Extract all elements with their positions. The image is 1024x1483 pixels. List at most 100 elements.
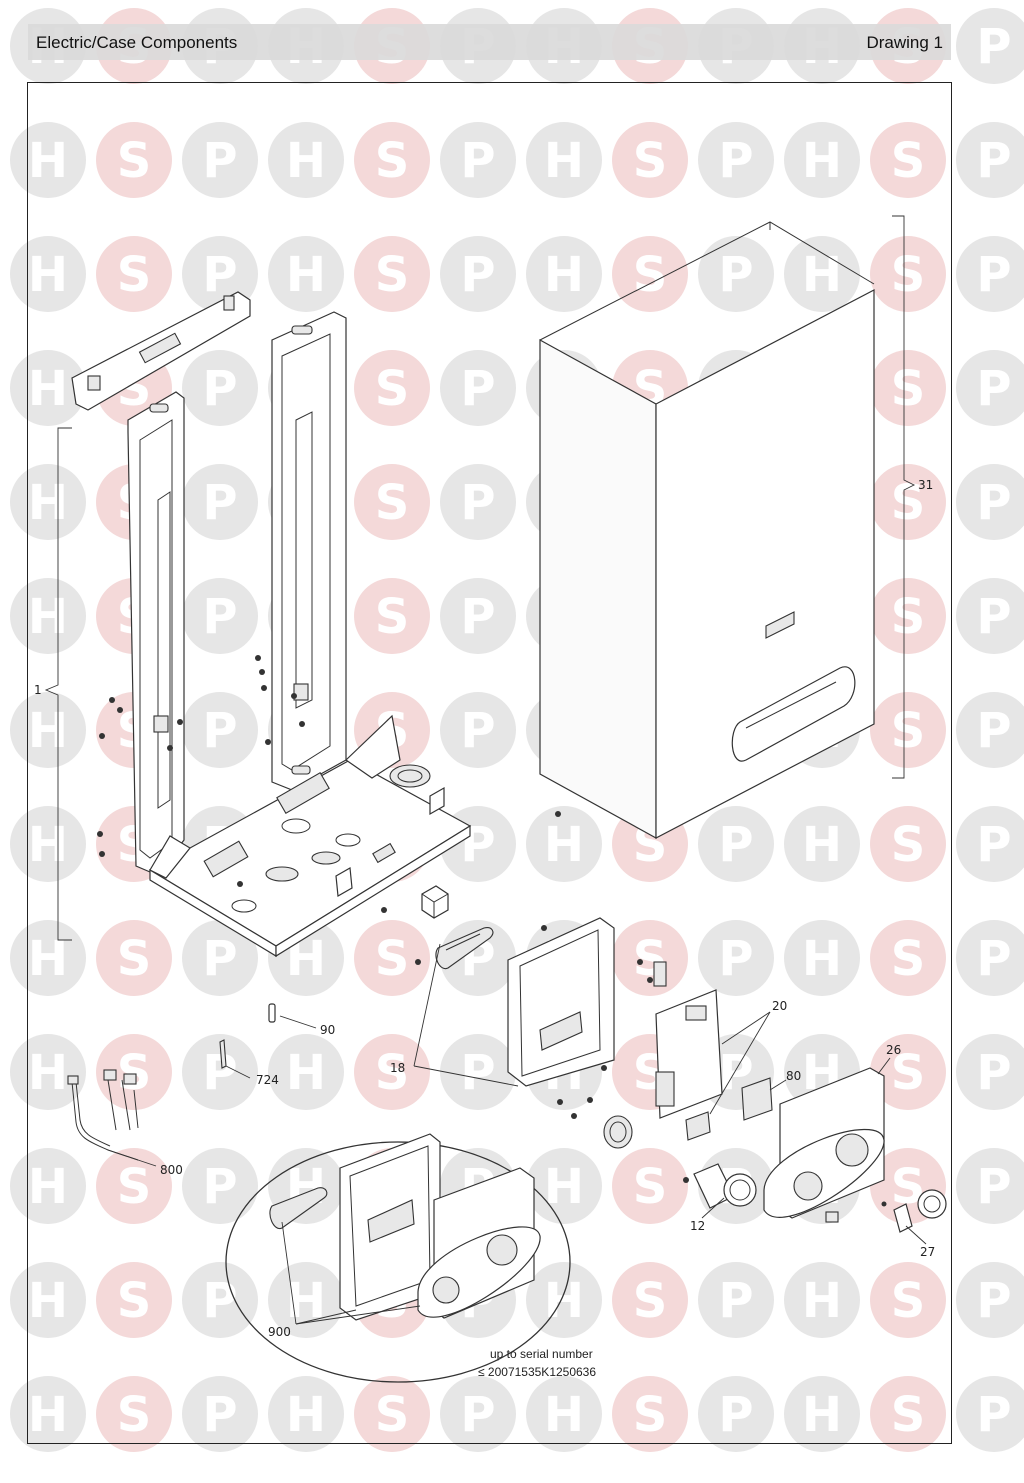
watermark-letter: S bbox=[891, 361, 926, 417]
watermark-circle bbox=[10, 1376, 86, 1452]
watermark-circle bbox=[698, 236, 774, 312]
watermark-circle bbox=[440, 236, 516, 312]
watermark-letter: H bbox=[28, 589, 68, 645]
watermark-letter: P bbox=[202, 703, 237, 759]
watermark-letter: S bbox=[891, 247, 926, 303]
watermark-letter: H bbox=[28, 247, 68, 303]
watermark-letter: H bbox=[28, 703, 68, 759]
watermark-letter: S bbox=[375, 1387, 410, 1443]
watermark-letter: S bbox=[117, 1159, 152, 1215]
watermark-letter: H bbox=[28, 817, 68, 873]
watermark-letter: P bbox=[976, 247, 1011, 303]
callout-20: 20 bbox=[772, 999, 787, 1013]
watermark-circle bbox=[96, 236, 172, 312]
watermark-circle bbox=[698, 920, 774, 996]
serial-note-line-1: up to serial number bbox=[490, 1347, 593, 1361]
watermark-letter: P bbox=[718, 247, 753, 303]
watermark-circle bbox=[612, 920, 688, 996]
watermark-letter: P bbox=[460, 133, 495, 189]
watermark-circle bbox=[354, 1376, 430, 1452]
connector-block bbox=[637, 959, 667, 987]
watermark-letter: P bbox=[976, 19, 1011, 75]
watermark-circle bbox=[612, 1262, 688, 1338]
watermark-circle bbox=[96, 1262, 172, 1338]
watermark-circle bbox=[354, 350, 430, 426]
watermark-letter: P bbox=[976, 475, 1011, 531]
watermark-letter: H bbox=[286, 1387, 326, 1443]
watermark-circle bbox=[268, 1262, 344, 1338]
chassis-base-tray bbox=[148, 714, 472, 958]
watermark-letter: P bbox=[202, 475, 237, 531]
watermark-letter: H bbox=[802, 133, 842, 189]
watermark-circle bbox=[354, 464, 430, 540]
chassis-right-panel bbox=[271, 311, 347, 791]
watermark-circle bbox=[96, 1376, 172, 1452]
watermark-letter: P bbox=[976, 931, 1011, 987]
watermark-circle bbox=[182, 464, 258, 540]
watermark-circle bbox=[10, 578, 86, 654]
watermark-circle bbox=[96, 122, 172, 198]
watermark-letter: S bbox=[117, 1273, 152, 1329]
watermark-letter: H bbox=[802, 1273, 842, 1329]
watermark-letter: S bbox=[375, 1045, 410, 1101]
watermark-letter: H bbox=[802, 247, 842, 303]
watermark-circle bbox=[870, 350, 946, 426]
watermark-circle bbox=[698, 122, 774, 198]
header-bar: Electric/Case Components Drawing 1 bbox=[28, 24, 951, 60]
watermark-circle bbox=[182, 578, 258, 654]
watermark-letter: S bbox=[891, 133, 926, 189]
watermark-circle bbox=[956, 920, 1024, 996]
watermark-letter: P bbox=[976, 1159, 1011, 1215]
callout-12: 12 bbox=[690, 1219, 705, 1233]
watermark-letter: P bbox=[202, 931, 237, 987]
watermark-letter: H bbox=[286, 1045, 326, 1101]
temperature-sensor bbox=[219, 1039, 227, 1069]
watermark-circle bbox=[440, 122, 516, 198]
watermark-circle bbox=[182, 1262, 258, 1338]
watermark-circle bbox=[956, 1376, 1024, 1452]
callout-900: 900 bbox=[268, 1325, 291, 1339]
watermark-circle bbox=[10, 122, 86, 198]
watermark-letter: H bbox=[286, 247, 326, 303]
watermark-circle bbox=[440, 692, 516, 768]
watermark-circle bbox=[10, 1034, 86, 1110]
watermark-letter: S bbox=[117, 931, 152, 987]
watermark-circle bbox=[182, 920, 258, 996]
callout-labels: 1 31 90 724 800 18 20 26 80 12 27 900 bbox=[34, 478, 935, 1339]
watermark-letter: P bbox=[976, 1045, 1011, 1101]
watermark-letter: P bbox=[202, 361, 237, 417]
watermark-letter: H bbox=[28, 1273, 68, 1329]
watermark-circle bbox=[10, 350, 86, 426]
watermark-circle bbox=[10, 1148, 86, 1224]
watermark-letter: P bbox=[460, 475, 495, 531]
control-knob bbox=[881, 1189, 947, 1233]
watermark-letter: S bbox=[375, 361, 410, 417]
watermark-letter: S bbox=[891, 1387, 926, 1443]
watermark-letter: S bbox=[891, 1045, 926, 1101]
watermark-circle bbox=[956, 464, 1024, 540]
watermark-circle bbox=[440, 1376, 516, 1452]
watermark-circle bbox=[10, 806, 86, 882]
drawing-number: Drawing 1 bbox=[866, 33, 943, 52]
watermark-circle bbox=[784, 920, 860, 996]
watermark-circle bbox=[268, 122, 344, 198]
gauge-mounting-ring bbox=[603, 1115, 633, 1149]
small-relay-block bbox=[421, 885, 449, 919]
watermark-circle bbox=[182, 1376, 258, 1452]
watermark-circle bbox=[870, 1376, 946, 1452]
gasket-plate bbox=[685, 1111, 711, 1141]
watermark-letter: S bbox=[117, 247, 152, 303]
watermark-circle bbox=[698, 1376, 774, 1452]
watermark-letter: P bbox=[460, 589, 495, 645]
cable-grommet bbox=[415, 927, 494, 970]
watermark-letter: S bbox=[633, 1387, 668, 1443]
watermark-circle bbox=[698, 1262, 774, 1338]
watermark-circle bbox=[10, 236, 86, 312]
watermark-circle bbox=[526, 806, 602, 882]
control-panel-housing bbox=[507, 917, 615, 1105]
watermark-circle bbox=[956, 692, 1024, 768]
callout-26: 26 bbox=[886, 1043, 901, 1057]
watermark-circle bbox=[268, 1376, 344, 1452]
watermark-circle bbox=[698, 806, 774, 882]
chassis-screws bbox=[97, 655, 561, 913]
